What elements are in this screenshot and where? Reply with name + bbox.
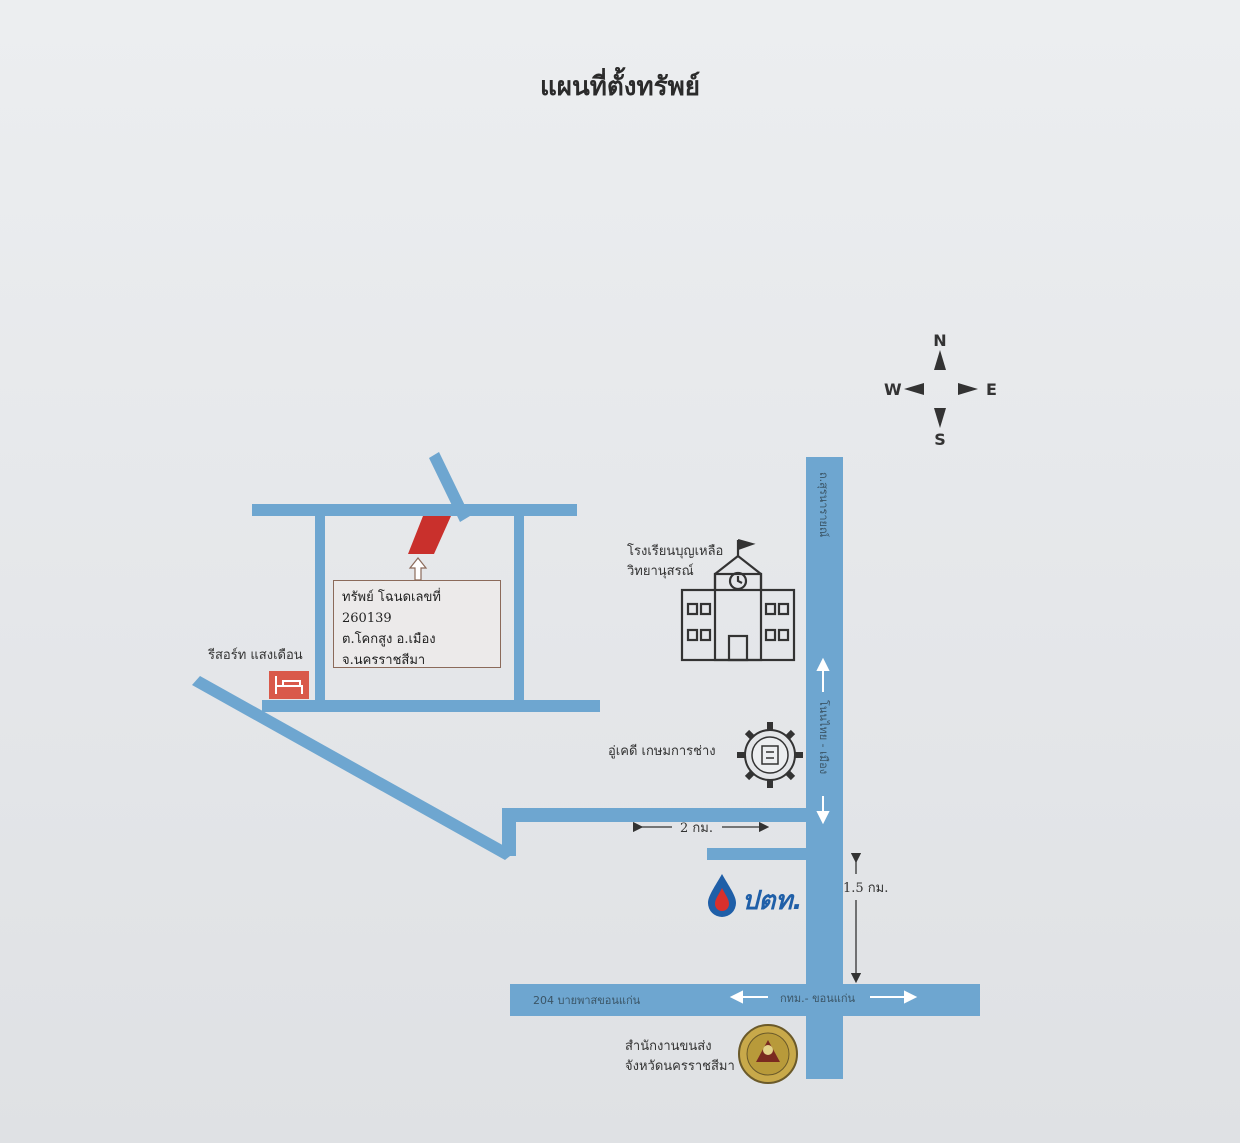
- road-label-nonthai: โนนไทย - เมือง: [817, 700, 831, 774]
- ptt-label: ปตท.: [742, 886, 803, 916]
- road-branch-joint: [502, 808, 516, 856]
- compass-west: W: [884, 380, 902, 399]
- compass-south: S: [934, 430, 946, 449]
- page-title: แผนที่ตั้งทรัพย์: [540, 72, 700, 102]
- school-label-line1: โรงเรียนบุญเหลือ: [627, 544, 724, 559]
- resort-label: รีสอร์ท แสงเดือน: [208, 648, 303, 663]
- road-top-left: [252, 504, 577, 516]
- distance-markers: [632, 821, 862, 984]
- road-label-bangkok-khonkaen: กทม.- ขอนแก่น: [780, 992, 856, 1005]
- road-bottom-highway: [510, 984, 980, 1016]
- office-label-line1: สำนักงานขนส่ง: [625, 1039, 712, 1054]
- distance-2km-label: 2 กม.: [680, 821, 713, 836]
- road-gas-station-lane: [707, 848, 814, 860]
- property-pointer-arrow-icon: [408, 557, 428, 581]
- road-branch-2km: [502, 808, 814, 822]
- road-right-vertical: [514, 510, 524, 702]
- school-label-line2: วิทยานุสรณ์: [627, 564, 694, 579]
- road-main-vertical: [806, 457, 843, 1079]
- road-bottom-left: [262, 700, 600, 712]
- compass-icon: N S E W: [884, 331, 997, 449]
- school-icon: [680, 538, 796, 662]
- ptt-logo-icon: [708, 874, 736, 917]
- compass-north: N: [933, 331, 946, 350]
- roads: [192, 452, 980, 1079]
- road-direction-arrows: [729, 657, 918, 1004]
- road-left-vertical: [315, 510, 325, 708]
- road-diagonal-southwest: [192, 676, 515, 860]
- provincial-seal-icon: [738, 1024, 798, 1084]
- property-info-box: ทรัพย์ โฉนดเลขที่ 260139 ต.โคกสูง อ.เมือ…: [333, 580, 501, 668]
- road-label-bypass: 204 บายพาสขอนแก่น: [533, 994, 641, 1007]
- office-label-line2: จังหวัดนครราชสีมา: [625, 1059, 735, 1074]
- property-deed-label: ทรัพย์ โฉนดเลขที่ 260139: [342, 590, 441, 626]
- road-label-suranarai: ถ.สุรนารายณ์: [817, 472, 830, 537]
- bed-icon: [269, 671, 309, 699]
- property-subdistrict-label: ต.โคกสูง อ.เมือง: [342, 632, 436, 647]
- gear-icon: [737, 722, 803, 788]
- garage-label: อู่เคดี เกษมการช่าง: [608, 744, 716, 759]
- distance-1-5km-label: 1.5 กม.: [843, 881, 888, 896]
- compass-east: E: [986, 380, 997, 399]
- property-parcel: [408, 516, 451, 554]
- property-province-label: จ.นครราชสีมา: [342, 653, 426, 668]
- road-diagonal-north: [429, 452, 470, 522]
